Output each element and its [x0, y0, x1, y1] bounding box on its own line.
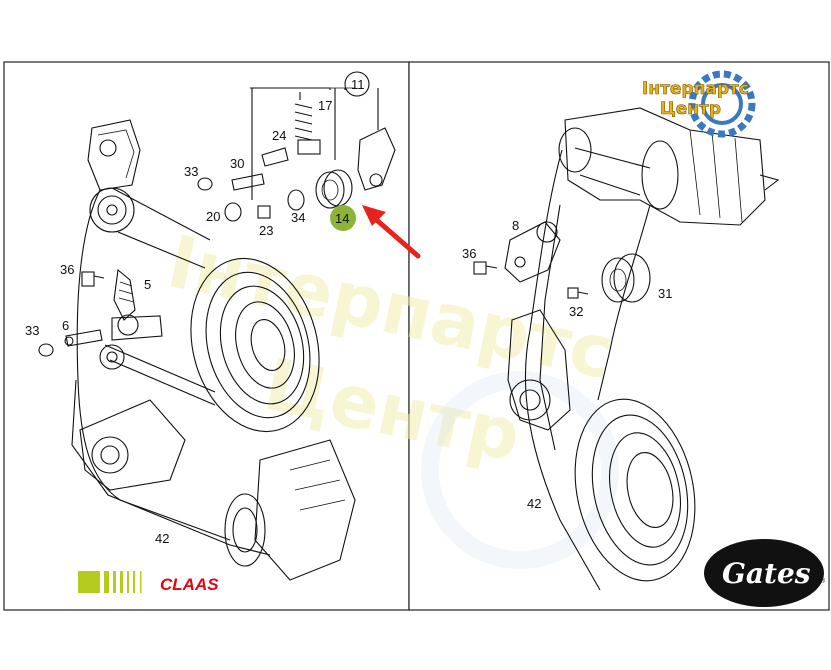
left-diagram: 11 17 24 30 33 20 23 34 14 36 5 6 33 42 — [25, 71, 421, 581]
callout-6: 6 — [62, 318, 69, 333]
claas-logo: CLAAS — [78, 571, 219, 594]
gates-wordmark: Gates — [722, 557, 811, 590]
callout-36: 36 — [60, 262, 74, 277]
right-diagram: 8 36 31 32 42 — [462, 107, 780, 591]
callout-5: 5 — [144, 277, 151, 292]
gear-icon — [688, 70, 756, 138]
callout-33: 33 — [184, 164, 198, 179]
callout-32: 32 — [569, 304, 583, 319]
callout-24: 24 — [272, 128, 286, 143]
callout-17: 17 — [318, 98, 332, 113]
interparts-line2: Центр — [660, 99, 721, 119]
callout-34: 34 — [291, 210, 305, 225]
callout-36-right: 36 — [462, 246, 476, 261]
registered-mark: ® — [820, 577, 826, 585]
callout-23: 23 — [259, 223, 273, 238]
callout-20: 20 — [206, 209, 220, 224]
callout-33-lower: 33 — [25, 323, 39, 338]
callout-31: 31 — [658, 286, 672, 301]
callout-42: 42 — [155, 531, 169, 546]
pointer-arrow — [362, 205, 421, 259]
interparts-logo: Інтерпартс Центр — [642, 70, 756, 138]
callout-8: 8 — [512, 218, 519, 233]
interparts-line1: Інтерпартс — [642, 79, 749, 99]
callout-30: 30 — [230, 156, 244, 171]
highlight-marker — [330, 205, 356, 231]
callout-42-right: 42 — [527, 496, 541, 511]
callout-14: 14 — [335, 211, 349, 226]
callout-11: 11 — [351, 77, 365, 92]
claas-wordmark: CLAAS — [160, 575, 219, 594]
gates-logo: Gates ® — [704, 539, 826, 607]
